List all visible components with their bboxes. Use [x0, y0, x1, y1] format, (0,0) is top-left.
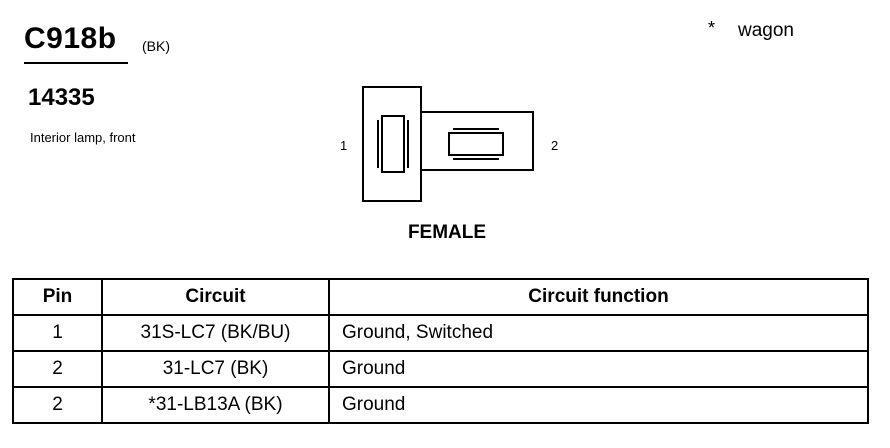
- connector-gender-label: FEMALE: [407, 222, 487, 243]
- table-row: 1 31S-LC7 (BK/BU) Ground, Switched: [12, 314, 869, 352]
- pin-2-cavity: [448, 132, 504, 156]
- header-circuit: Circuit: [101, 278, 330, 316]
- cell-circuit-function: Ground: [328, 386, 869, 424]
- part-number: 14335: [28, 84, 95, 111]
- connector-face-diagram: [362, 86, 534, 202]
- cell-circuit-function: Ground: [328, 350, 869, 388]
- pin-1-label: 1: [340, 138, 348, 153]
- cell-pin: 2: [12, 350, 103, 388]
- connector-id-underline: [24, 62, 128, 64]
- cell-circuit: *31-LB13A (BK): [101, 386, 330, 424]
- header-circuit-function: Circuit function: [328, 278, 869, 316]
- cell-circuit: 31-LC7 (BK): [101, 350, 330, 388]
- cell-pin: 1: [12, 314, 103, 352]
- connector-color: (BK): [142, 38, 170, 54]
- cell-circuit-function: Ground, Switched: [328, 314, 869, 352]
- cell-circuit: 31S-LC7 (BK/BU): [101, 314, 330, 352]
- connector-tab-housing: [420, 111, 534, 171]
- table-row: 2 31-LC7 (BK) Ground: [12, 350, 869, 388]
- table-row: 2 *31-LB13A (BK) Ground: [12, 386, 869, 424]
- connector-housing: [362, 86, 422, 202]
- connector-description: Interior lamp, front: [30, 130, 136, 145]
- header-pin: Pin: [12, 278, 103, 316]
- pin-1-cavity: [381, 115, 405, 173]
- pin-2-label: 2: [551, 138, 559, 153]
- connector-id: C918b: [24, 22, 117, 55]
- note-symbol: *: [708, 18, 716, 38]
- pinout-table: Pin Circuit Circuit function 1 31S-LC7 (…: [12, 278, 869, 424]
- note-text: wagon: [738, 20, 794, 41]
- cell-pin: 2: [12, 386, 103, 424]
- table-header-row: Pin Circuit Circuit function: [12, 278, 869, 316]
